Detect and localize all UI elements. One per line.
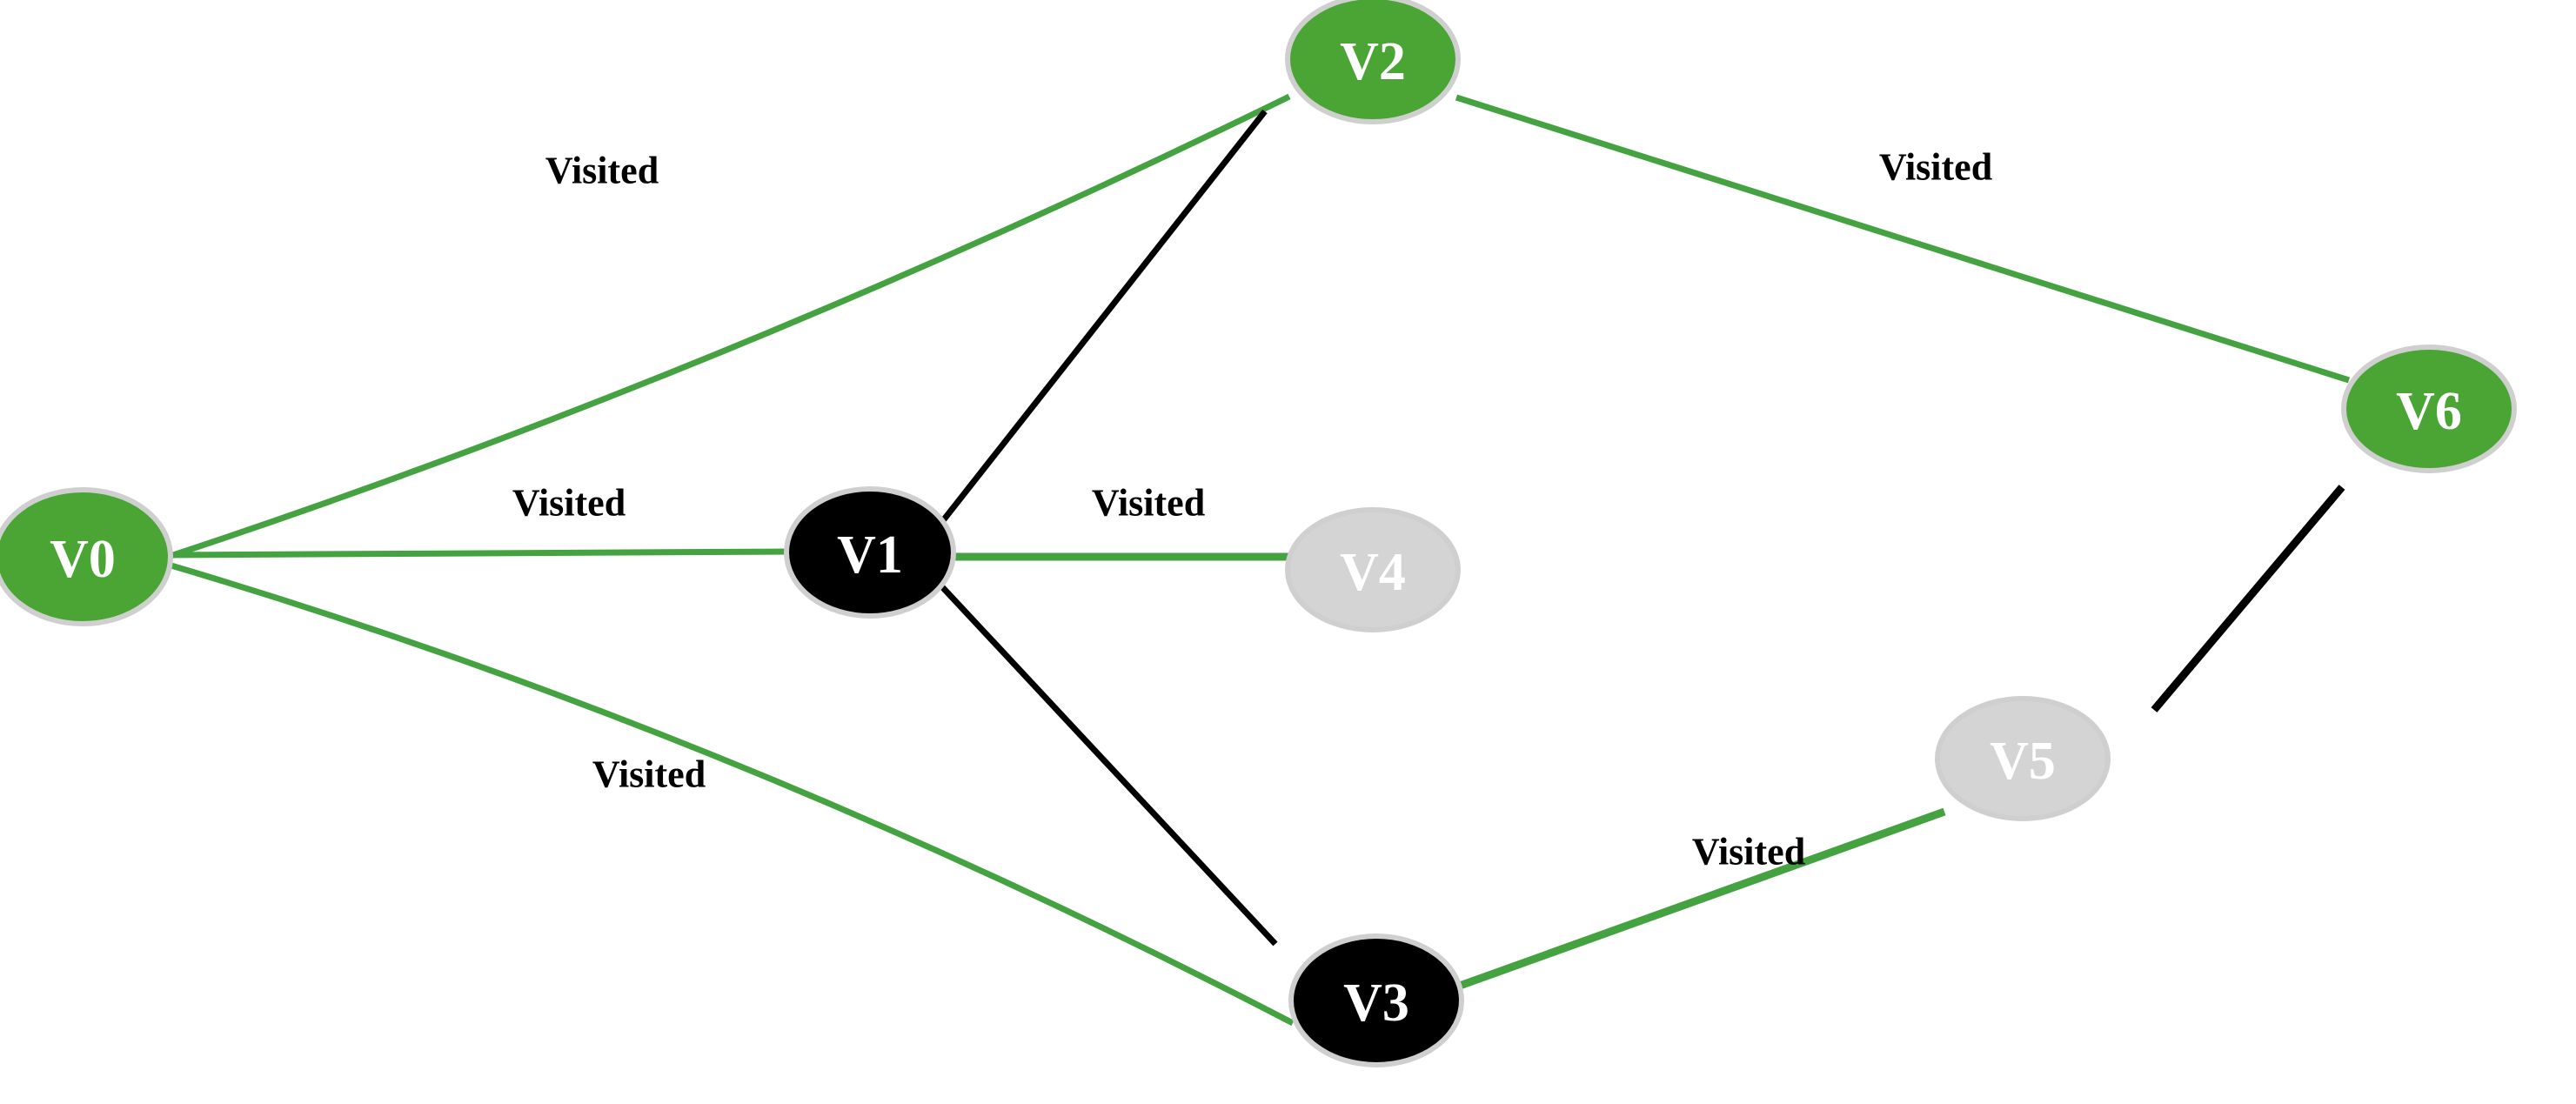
node-v2[interactable]: V2 [1285,0,1461,124]
node-shape-v1[interactable] [784,486,956,619]
edge-v0-v2[interactable] [164,93,1291,561]
edge-labels-layer: VisitedVisitedVisitedVisitedVisitedVisit… [512,146,1992,873]
node-shape-v4[interactable] [1285,507,1461,632]
node-v4[interactable]: V4 [1285,507,1461,632]
node-shape-v6[interactable] [2341,345,2517,473]
edge-v1-v2[interactable] [935,109,1268,530]
node-shape-v2[interactable] [1285,0,1461,124]
edge-v0-v3[interactable] [164,560,1295,1027]
node-shape-v3[interactable] [1288,933,1464,1067]
edges-layer [164,93,2351,1027]
node-v1[interactable]: V1 [784,486,956,619]
edge-label-v3-v5: Visited [1692,831,1805,873]
node-v5[interactable]: V5 [1935,696,2111,821]
node-v3[interactable]: V3 [1288,933,1464,1067]
node-v0[interactable]: V0 [0,487,173,626]
edge-v0-v1[interactable] [164,548,789,559]
node-v6[interactable]: V6 [2341,345,2517,473]
edge-v6-v5[interactable] [2151,485,2345,713]
edge-v3-v5[interactable] [1458,807,1946,990]
edge-label-v2-v6: Visited [1879,146,1992,189]
edge-v1-v3[interactable] [932,576,1278,947]
node-shape-v0[interactable] [0,487,173,626]
edge-label-v0-v1: Visited [512,482,626,525]
edge-label-v0-v3: Visited [592,753,706,796]
edge-label-v0-v2: Visited [545,150,659,192]
edge-label-v1-v4: Visited [1092,482,1205,525]
edge-v2-v6[interactable] [1455,94,2351,384]
node-shape-v5[interactable] [1935,696,2111,821]
